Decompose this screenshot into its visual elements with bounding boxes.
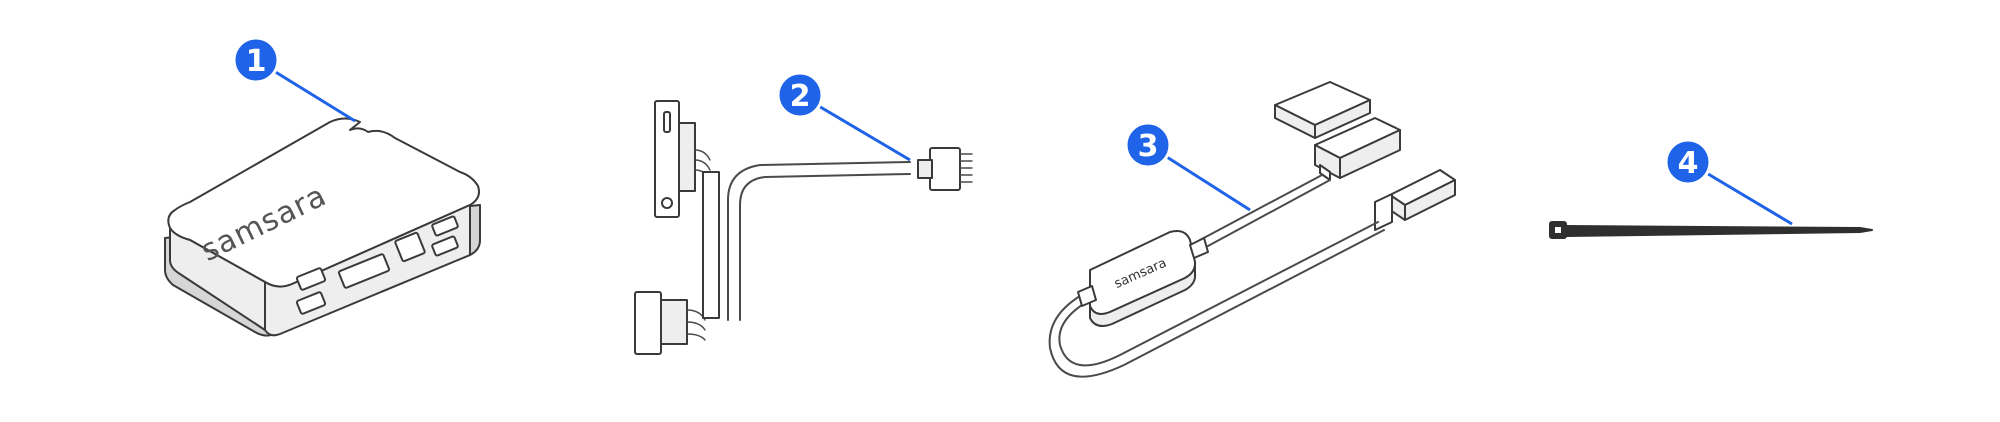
usb-power-adapter-cable-icon: samsara	[1048, 81, 1456, 378]
callout-number-1: 1	[246, 44, 267, 79]
callout-badge-4: 4	[1664, 138, 1712, 186]
vehicle-gateway-icon: samsara	[164, 117, 481, 337]
cable-tie-icon	[1549, 221, 1873, 239]
callout-badge-1: 1	[232, 36, 280, 84]
callout-number-2: 2	[790, 79, 811, 114]
callout-number-3: 3	[1138, 129, 1159, 164]
callout-badge-3: 3	[1124, 121, 1172, 169]
wiring-harness-icon	[634, 100, 973, 355]
callout-number-4: 4	[1678, 146, 1699, 181]
callout-badge-2: 2	[776, 71, 824, 119]
